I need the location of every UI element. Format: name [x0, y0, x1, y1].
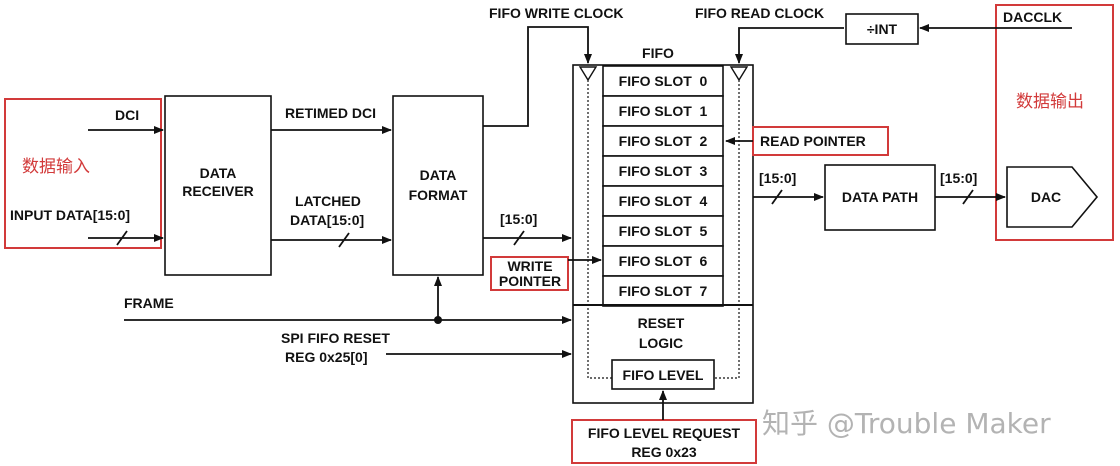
fifo-slot-3 — [602, 155, 724, 187]
dac-block — [1006, 166, 1099, 228]
data-receiver-label-1: DATA — [200, 165, 237, 181]
write-pointer-label-1: WRITE — [507, 258, 552, 274]
fifo-slot-stack: FIFO SLOT 0 FIFO SLOT 1 FIFO SLOT 2 FIFO SL… — [602, 65, 724, 307]
spi-reset-label-1: SPI FIFO RESET — [281, 330, 390, 346]
reset-logic-label-2: LOGIC — [639, 335, 683, 351]
int-divider-block — [845, 13, 919, 45]
level-request-highlight — [571, 419, 757, 464]
fifo-slot-label: FIFO SLOT 1 — [619, 103, 708, 119]
fifo-in-bus-label: [15:0] — [500, 211, 537, 227]
latched-label-1: LATCHED — [295, 193, 361, 209]
write-pointer-dotted-loop — [587, 80, 612, 379]
level-request-label-1: FIFO LEVEL REQUEST — [588, 425, 741, 441]
fifo-read-clock-label: FIFO READ CLOCK — [695, 5, 824, 21]
fifo-slot-4 — [602, 185, 724, 217]
input-bus-slash — [116, 230, 128, 246]
data-receiver-block — [164, 95, 272, 276]
int-divider-label: ÷INT — [867, 21, 898, 37]
fifo-slot-1 — [602, 95, 724, 127]
fifo-level-block — [611, 359, 715, 390]
write-clock-edge-icon — [578, 66, 598, 82]
level-request-label-2: REG 0x23 — [631, 444, 697, 460]
fifo-slot-label: FIFO SLOT 7 — [619, 283, 708, 299]
dac-in-bus-label: [15:0] — [940, 170, 977, 186]
fifo-in-bus-slash — [513, 230, 525, 246]
fifo-slot-label: FIFO SLOT 5 — [619, 223, 708, 239]
fifo-slot-label: FIFO SLOT 6 — [619, 253, 708, 269]
dci-label: DCI — [115, 107, 139, 123]
fifo-write-clock-wire — [483, 26, 592, 127]
fifo-slot-label: FIFO SLOT 3 — [619, 163, 708, 179]
fifo-slot-7 — [602, 275, 724, 307]
input-data-label: INPUT DATA[15:0] — [10, 207, 130, 223]
fifo-out-bus-label: [15:0] — [759, 170, 796, 186]
fifo-slot-label: FIFO SLOT 2 — [619, 133, 708, 149]
dac-in-bus-slash — [962, 189, 974, 205]
fifo-out-bus-slash — [771, 189, 783, 205]
latched-bus-slash — [338, 232, 350, 248]
write-pointer-highlight — [490, 256, 569, 291]
dac-label: DAC — [1031, 189, 1061, 205]
data-format-label-2: FORMAT — [409, 187, 468, 203]
fifo-title: FIFO — [642, 45, 674, 61]
frame-junction-dot — [434, 316, 442, 324]
watermark-text: 知乎 @Trouble Maker — [762, 407, 1051, 440]
data-input-annotation: 数据输入 — [22, 157, 90, 177]
fifo-slot-label: FIFO SLOT 4 — [619, 193, 708, 209]
write-pointer-label-2: POINTER — [499, 273, 561, 289]
data-format-label-1: DATA — [420, 167, 457, 183]
data-path-block — [824, 164, 936, 231]
fifo-slot-label: FIFO SLOT 0 — [619, 73, 708, 89]
data-input-highlight — [4, 98, 162, 249]
reset-logic-label-1: RESET — [638, 315, 685, 331]
data-format-block — [392, 95, 484, 276]
data-receiver-label-2: RECEIVER — [182, 183, 254, 199]
latched-label-2: DATA[15:0] — [290, 212, 364, 228]
fifo-level-label: FIFO LEVEL — [623, 367, 704, 383]
data-path-label: DATA PATH — [842, 189, 918, 205]
data-output-annotation: 数据输出 — [1016, 92, 1084, 112]
retimed-dci-label: RETIMED DCI — [285, 105, 376, 121]
read-pointer-dotted-loop — [714, 80, 740, 379]
dacclk-label: DACCLK — [1003, 9, 1062, 25]
read-clock-edge-icon — [729, 66, 749, 82]
frame-label: FRAME — [124, 295, 174, 311]
fifo-write-clock-label: FIFO WRITE CLOCK — [489, 5, 624, 21]
fifo-slot-5 — [602, 215, 724, 247]
data-output-highlight — [995, 4, 1114, 241]
spi-reset-label-2: REG 0x25[0] — [285, 349, 367, 365]
read-pointer-label: READ POINTER — [760, 133, 866, 149]
fifo-read-clock-wire — [735, 27, 844, 64]
